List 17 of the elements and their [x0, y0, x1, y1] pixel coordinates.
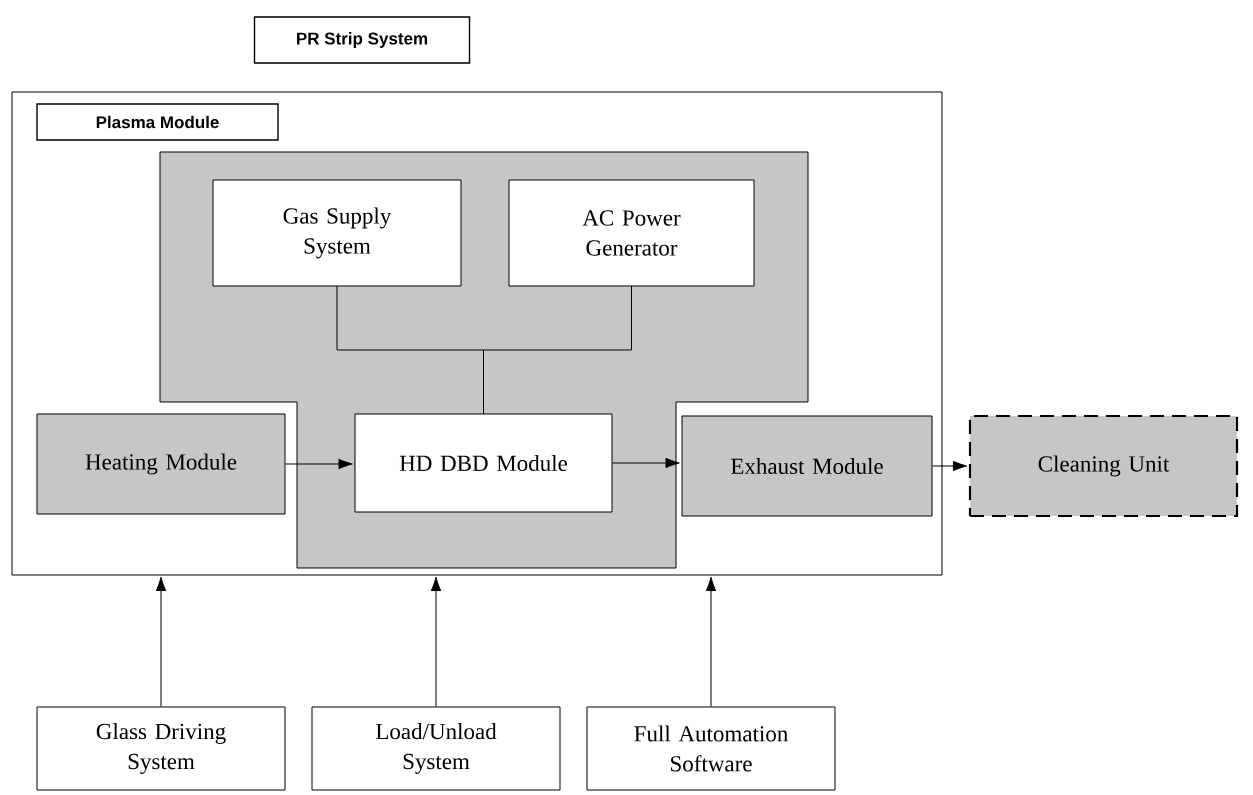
process-box: Gas Supply System [212, 179, 462, 287]
module-box: Exhaust Module [681, 415, 933, 517]
node-label: Plasma Module [96, 115, 219, 129]
arrow [612, 457, 680, 469]
arrow [430, 576, 442, 707]
process-box: HD DBD Module [354, 413, 613, 513]
arrow [285, 458, 353, 470]
arrow [705, 576, 717, 707]
process-box: Glass Driving System [36, 706, 286, 791]
arrow [155, 576, 167, 707]
node-label: PR Strip System [297, 32, 428, 48]
module-box: Cleaning Unit [968, 414, 1239, 518]
process-box: Load/Unload System [311, 706, 561, 791]
process-box: Full Automation Software [586, 706, 836, 791]
module-box: Heating Module [36, 413, 286, 515]
arrow [932, 460, 968, 472]
process-box: AC Power Generator [508, 179, 755, 287]
